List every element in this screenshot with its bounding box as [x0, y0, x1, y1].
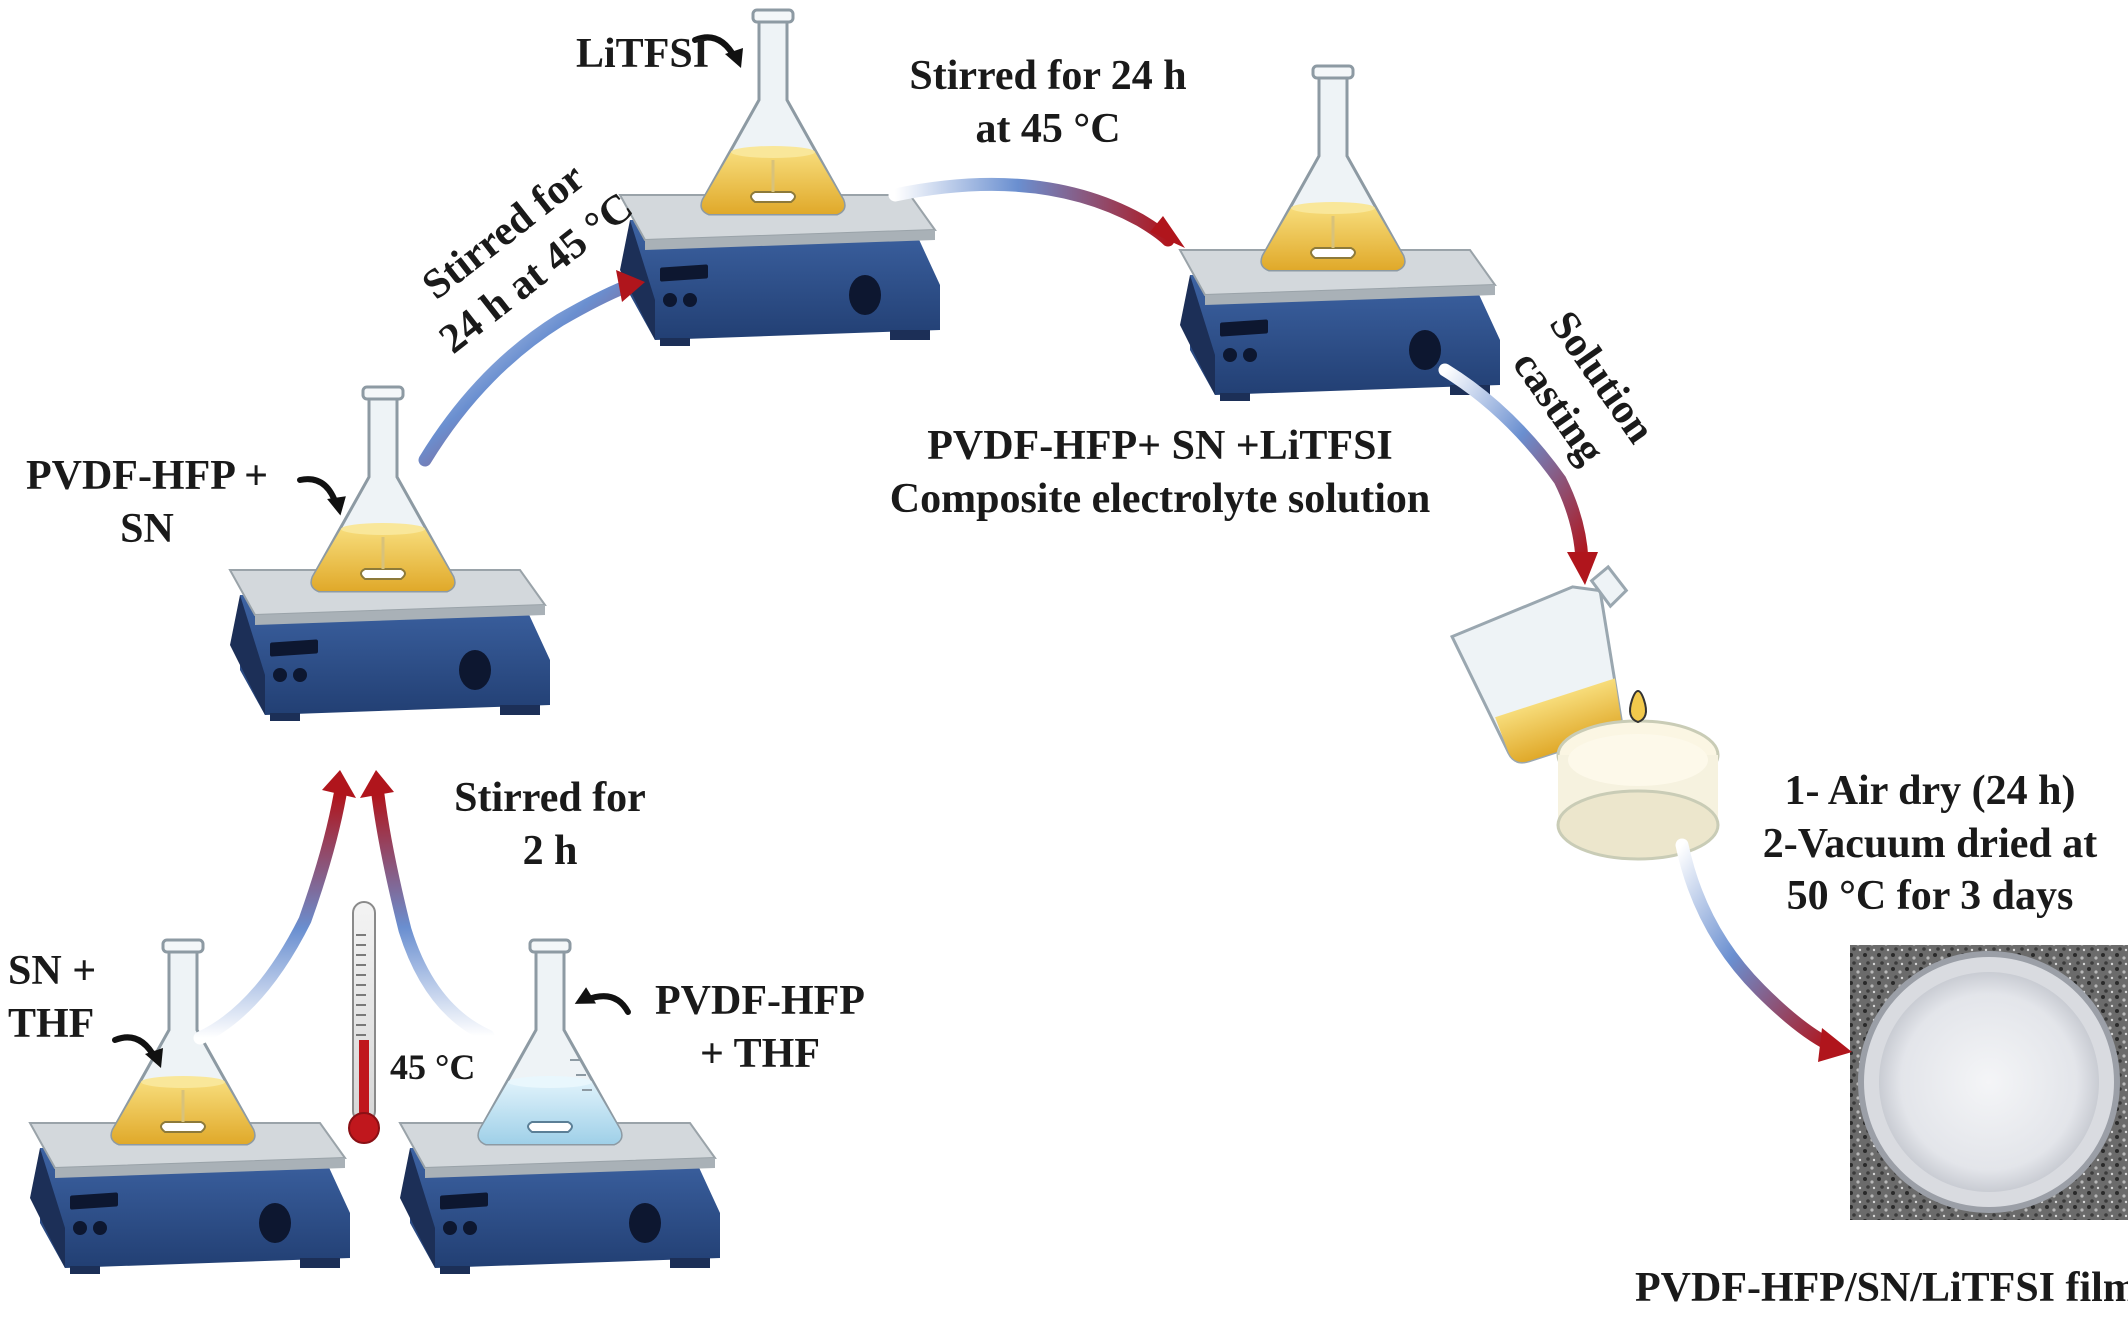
label-pvdf-thf-line1: PVDF-HFP — [655, 978, 865, 1024]
label-stirred-2h: Stirred for 2 h — [435, 772, 665, 877]
label-dry-line1: 1- Air dry (24 h) — [1784, 768, 2076, 814]
film-photo — [1850, 945, 2128, 1220]
arrow-composite-to-casting — [1438, 363, 1598, 585]
label-stirred-24h-top: Stirred for 24 h at 45 °C — [898, 50, 1198, 155]
pointer-arrow-sn-thf — [115, 1037, 163, 1068]
arrow-litfsi-to-composite — [888, 177, 1185, 248]
label-stirred-2h-line1: Stirred for — [454, 775, 646, 821]
thermometer-icon — [348, 901, 380, 1144]
label-composite-line2: Composite electrolyte solution — [889, 475, 1431, 522]
label-stirred-2h-line2: 2 h — [522, 827, 578, 874]
arrow-casting-to-film — [1675, 838, 1852, 1062]
stirrer-pvdf-sn — [229, 385, 551, 722]
arrow-pvdf-thf-to-pvdf-sn — [360, 770, 495, 1043]
label-dry-line2: 2-Vacuum dried at — [1762, 820, 2098, 867]
label-composite-line1: PVDF-HFP+ SN +LiTFSI — [927, 423, 1393, 469]
label-pvdf-sn: PVDF-HFP + SN — [22, 450, 272, 555]
label-film: PVDF-HFP/SN/LiTFSI film — [1635, 1265, 2128, 1311]
label-stirred-top-line1: Stirred for 24 h — [909, 53, 1187, 99]
label-composite-solution: PVDF-HFP+ SN +LiTFSI Composite electroly… — [880, 420, 1440, 525]
label-drying-steps: 1- Air dry (24 h) 2-Vacuum dried at 50 °… — [1745, 765, 2115, 923]
petri-dish-icon — [1556, 690, 1720, 861]
label-sn-thf: SN + THF — [8, 945, 96, 1050]
label-dry-line3: 50 °C for 3 days — [1786, 873, 2074, 919]
label-pvdf-sn-line1: PVDF-HFP + — [25, 453, 269, 499]
label-temperature: 45 °C — [390, 1047, 476, 1087]
pointer-arrow-pvdf-sn — [295, 477, 348, 516]
label-stirred-top-line2: at 45 °C — [975, 105, 1121, 152]
label-sn-thf-line2: THF — [8, 1000, 95, 1047]
label-pvdf-sn-line2: SN — [120, 505, 174, 552]
label-pvdf-thf-line2: + THF — [699, 1030, 820, 1077]
label-sn-thf-line1: SN + — [8, 948, 97, 994]
stirrer-composite — [1179, 64, 1501, 402]
label-pvdf-thf: PVDF-HFP + THF — [640, 975, 880, 1080]
arrow-pvdf-sn-to-litfsi — [418, 270, 645, 467]
pointer-arrow-pvdf-thf — [574, 987, 631, 1015]
label-litfsi: LiTFSI — [576, 31, 710, 77]
arrow-sn-thf-to-pvdf-sn — [193, 770, 356, 1045]
